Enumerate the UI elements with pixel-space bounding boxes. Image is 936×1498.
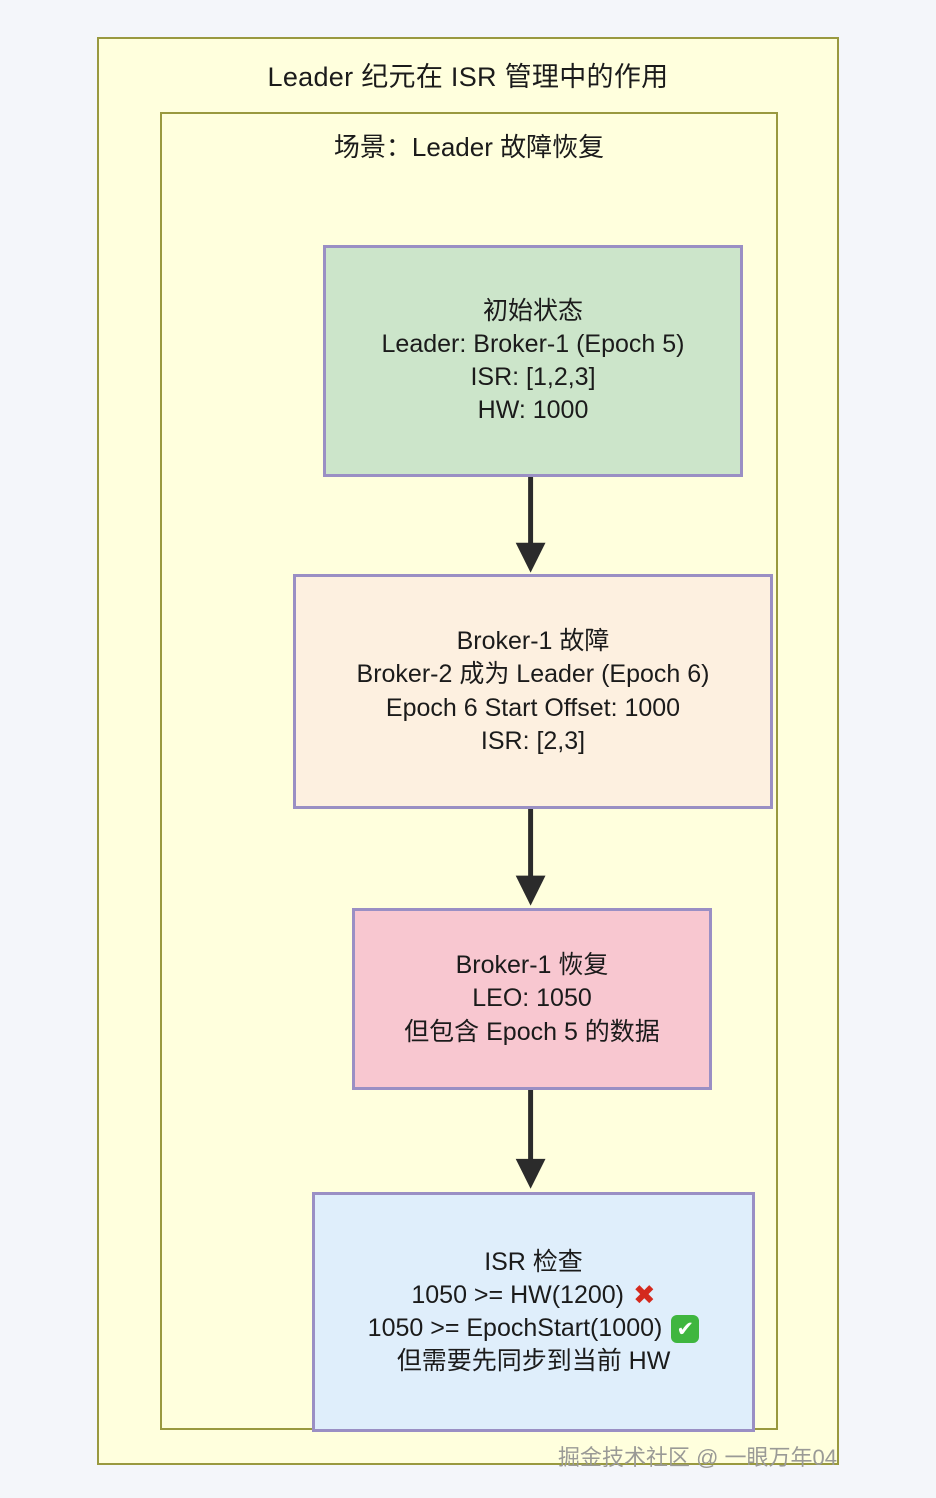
node-broker1-failure-line-2: Broker-2 成为 Leader (Epoch 6) (356, 660, 710, 689)
arrow-failure-to-recovery (515, 806, 546, 906)
scenario-title: 场景：Leader 故障恢复 (333, 132, 605, 162)
check-mark-icon: ✔ (671, 1314, 700, 1343)
node-broker1-recovery-line-3: 但包含 Epoch 5 的数据 (404, 1017, 660, 1046)
node-initial-state-line-3: ISR: [1,2,3] (470, 363, 596, 391)
isr-check-epoch-text: 1050 >= EpochStart(1000) (367, 1314, 663, 1342)
page-title: Leader 纪元在 ISR 管理中的作用 (267, 62, 669, 92)
node-initial-state-line-2: Leader: Broker-1 (Epoch 5) (381, 329, 685, 358)
node-broker1-recovery-line-1: Broker-1 恢复 (455, 951, 609, 980)
node-initial-state-line-4: HW: 1000 (477, 396, 589, 425)
node-broker1-failure-line-1: Broker-1 故障 (456, 627, 610, 655)
cross-mark-icon: ✖ (633, 1279, 656, 1311)
node-isr-check-line-1: ISR 检查 (484, 1247, 583, 1276)
node-broker1-failure-line-3: Epoch 6 Start Offset: 1000 (385, 693, 681, 722)
isr-check-hw-text: 1050 >= HW(1200) (411, 1280, 624, 1309)
node-broker1-recovery-line-2: LEO: 1050 (472, 984, 592, 1013)
watermark: 掘金技术社区 @ 一眼万年04 (558, 1445, 838, 1470)
diagram-container: Leader 纪元在 ISR 管理中的作用 场景：Leader 故障恢复 初始状… (97, 37, 839, 1465)
node-broker1-failure[interactable]: Broker-1 故障 Broker-2 成为 Leader (Epoch 6)… (293, 574, 773, 809)
scenario-subgraph: 场景：Leader 故障恢复 初始状态 Leader: Broker-1 (Ep… (160, 112, 778, 1432)
node-isr-check-line-2: 1050 >= HW(1200) ✖ (411, 1279, 655, 1312)
node-isr-check-line-4: 但需要先同步到当前 HW (396, 1347, 671, 1376)
arrow-initial-to-failure (515, 475, 546, 573)
node-isr-check-line-3: 1050 >= EpochStart(1000) ✔ (368, 1312, 700, 1345)
node-broker1-recovery[interactable]: Broker-1 恢复 LEO: 1050 但包含 Epoch 5 的数据 (352, 908, 712, 1090)
arrow-recovery-to-isr-check (515, 1087, 546, 1189)
node-broker1-failure-line-4: ISR: [2,3] (480, 726, 586, 755)
node-initial-state-line-1: 初始状态 (482, 296, 583, 325)
node-initial-state[interactable]: 初始状态 Leader: Broker-1 (Epoch 5) ISR: [1,… (323, 245, 743, 477)
node-isr-check[interactable]: ISR 检查 1050 >= HW(1200) ✖ 1050 >= EpochS… (312, 1192, 755, 1432)
